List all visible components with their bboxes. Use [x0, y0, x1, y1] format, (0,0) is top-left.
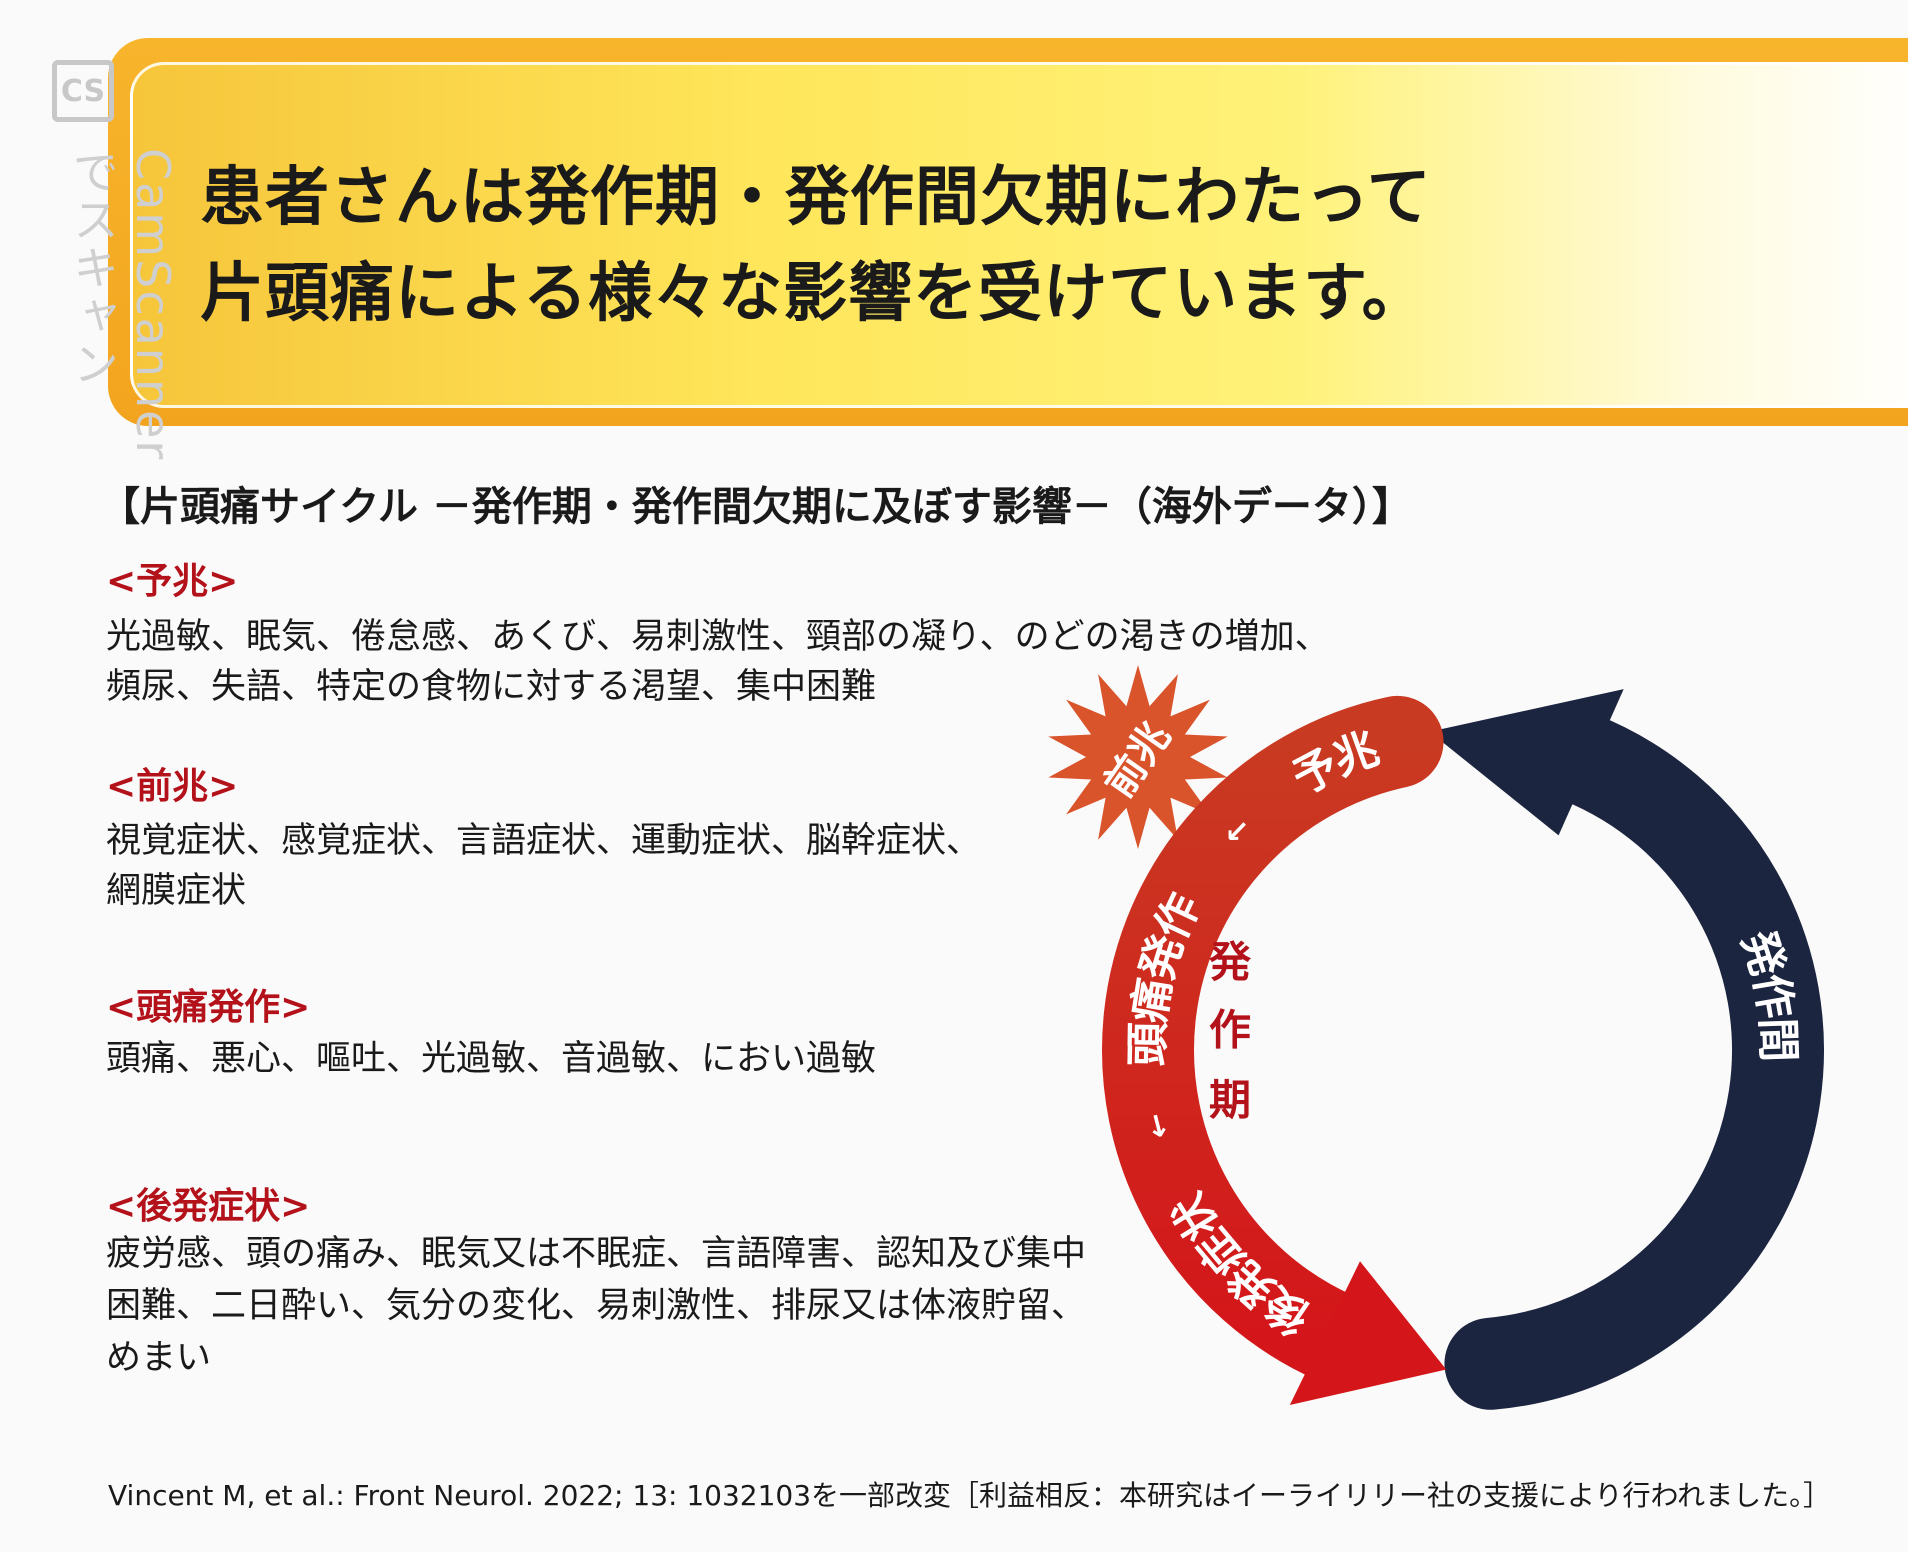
category-postdrome-text: 疲労感、頭の痛み、眠気又は不眠症、言語障害、認知及び集中 困難、二日酔い、気分の… — [106, 1228, 1086, 1384]
text-line: 視覚症状、感覚症状、言語症状、運動症状、脳幹症状、 — [106, 821, 982, 861]
title-line-1: 患者さんは発作期・発作間欠期にわたって — [200, 161, 1432, 235]
text-line: 光過敏、眠気、倦怠感、あくび、易刺激性、頸部の凝り、のどの渇きの増加、 — [106, 617, 1330, 657]
interictal-arrow — [1444, 711, 1824, 1410]
ictal-arrowhead — [1289, 1261, 1447, 1406]
camscanner-watermark: CS CamScanner でスキャン — [52, 60, 180, 461]
category-postdrome-label: <後発症状> — [106, 1186, 311, 1227]
category-headache-text: 頭痛、悪心、嘔吐、光過敏、音過敏、におい過敏 — [106, 1034, 876, 1084]
ictal-arrow — [1102, 695, 1444, 1384]
category-prodrome-label: <予兆> — [106, 561, 239, 602]
ictal-phase-label: 発 作 期 — [1209, 938, 1252, 1125]
ictal-phase-char: 発 — [1209, 938, 1252, 987]
text-line: 疲労感、頭の痛み、眠気又は不眠症、言語障害、認知及び集中 — [106, 1234, 1087, 1274]
ictal-phase-char: 期 — [1209, 1076, 1251, 1125]
watermark-text: CamScanner でスキャン — [66, 148, 180, 462]
category-aura-text: 視覚症状、感覚症状、言語症状、運動症状、脳幹症状、 網膜症状 — [106, 816, 981, 916]
text-line: 困難、二日酔い、気分の変化、易刺激性、排尿又は体液貯留、 — [106, 1286, 1087, 1326]
category-prodrome-text: 光過敏、眠気、倦怠感、あくび、易刺激性、頸部の凝り、のどの渇きの増加、 頻尿、失… — [106, 612, 1330, 712]
text-line: めまい — [106, 1338, 212, 1378]
ictal-phase-char: 作 — [1209, 1006, 1251, 1055]
aura-starburst — [1048, 665, 1228, 849]
text-line: 網膜症状 — [106, 871, 247, 911]
interictal-arc-label: 発作間欠期 — [0, 0, 1804, 1063]
header-banner-inner — [130, 62, 1908, 408]
footnote-citation: Vincent M, et al.: Front Neurol. 2022; 1… — [108, 1479, 1832, 1512]
text-line: 頻尿、失語、特定の食物に対する渇望、集中困難 — [106, 667, 877, 707]
title-line-2: 片頭痛による様々な影響を受けています。 — [200, 257, 1427, 331]
text-line: 頭痛、悪心、嘔吐、光過敏、音過敏、におい過敏 — [106, 1039, 877, 1079]
category-headache-label: <頭痛発作> — [106, 987, 311, 1028]
section-title: 【片頭痛サイクル －発作期・発作間欠期に及ぼす影響－（海外データ）】 — [100, 484, 1412, 530]
camscanner-logo-icon: CS — [52, 60, 114, 122]
category-aura-label: <前兆> — [106, 766, 239, 807]
page-title: 患者さんは発作期・発作間欠期にわたって 片頭痛による様々な影響を受けています。 — [200, 150, 1432, 342]
interictal-arrowhead — [1429, 689, 1624, 836]
